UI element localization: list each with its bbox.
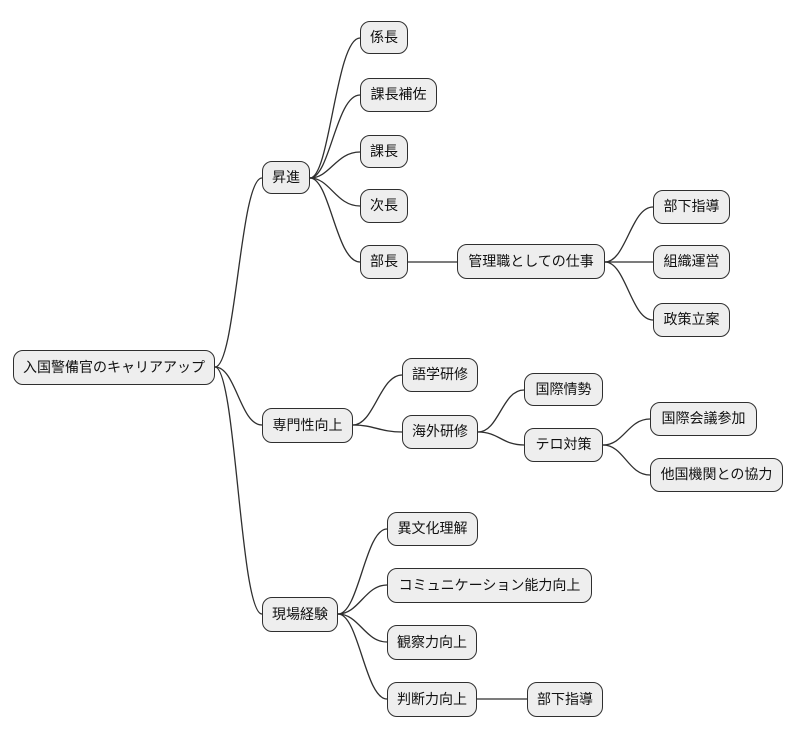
node-director: 部長 (360, 245, 408, 279)
edge-promotion-deputy-director (309, 177, 361, 207)
node-judgment-skills: 判断力向上 (387, 682, 477, 717)
edge-expertise-language-training (352, 374, 403, 426)
edge-promotion-subsection-chief (309, 37, 361, 179)
node-subsection-chief: 係長 (360, 21, 408, 54)
node-counterterrorism: テロ対策 (524, 428, 603, 462)
edge-root-expertise (214, 366, 263, 426)
edge-overseas-counterterrorism (477, 431, 525, 446)
edge-managerial-work-staff-guidance (604, 206, 654, 263)
node-observation-skills: 観察力向上 (387, 625, 477, 660)
edge-promotion-director (309, 177, 361, 263)
node-staff-guidance-bottom: 部下指導 (527, 682, 603, 717)
edge-expertise-overseas-training (352, 424, 403, 433)
edge-counterterrorism-foreign-agency-cooperation (602, 444, 651, 476)
edge-field-observation-skills (337, 613, 388, 643)
edge-root-field-experience (214, 366, 263, 615)
edge-counterterrorism-international-conference (602, 418, 651, 446)
node-organization-management: 組織運営 (653, 245, 730, 279)
node-international-affairs: 国際情勢 (524, 373, 603, 406)
edge-field-cross-cultural (337, 528, 388, 615)
node-staff-guidance-top: 部下指導 (653, 190, 730, 224)
node-international-conference: 国際会議参加 (650, 402, 757, 436)
node-cross-cultural-understanding: 異文化理解 (387, 512, 478, 546)
node-section-chief: 課長 (360, 135, 408, 168)
node-foreign-agency-cooperation: 他国機関との協力 (650, 458, 783, 492)
node-assistant-section-chief: 課長補佐 (360, 78, 437, 112)
node-communication-skills: コミュニケーション能力向上 (387, 568, 592, 603)
node-policy-planning: 政策立案 (653, 303, 730, 337)
node-field-experience: 現場経験 (262, 597, 338, 632)
edge-promotion-assistant-section-chief (309, 94, 361, 179)
node-root-career: 入国警備官のキャリアアップ (13, 350, 215, 385)
edge-field-communication-skills (337, 584, 388, 615)
edge-root-promotion (214, 177, 263, 368)
node-expertise-improvement: 専門性向上 (262, 408, 353, 443)
node-deputy-director: 次長 (360, 189, 408, 223)
edge-overseas-international-affairs (477, 389, 525, 433)
node-overseas-training: 海外研修 (402, 415, 478, 449)
edge-field-judgment-skills (337, 613, 388, 700)
edge-promotion-section-chief (309, 151, 361, 179)
node-promotion: 昇進 (262, 161, 310, 194)
node-language-training: 語学研修 (402, 358, 478, 392)
node-managerial-work: 管理職としての仕事 (457, 244, 605, 279)
edge-managerial-work-policy-planning (604, 261, 654, 321)
